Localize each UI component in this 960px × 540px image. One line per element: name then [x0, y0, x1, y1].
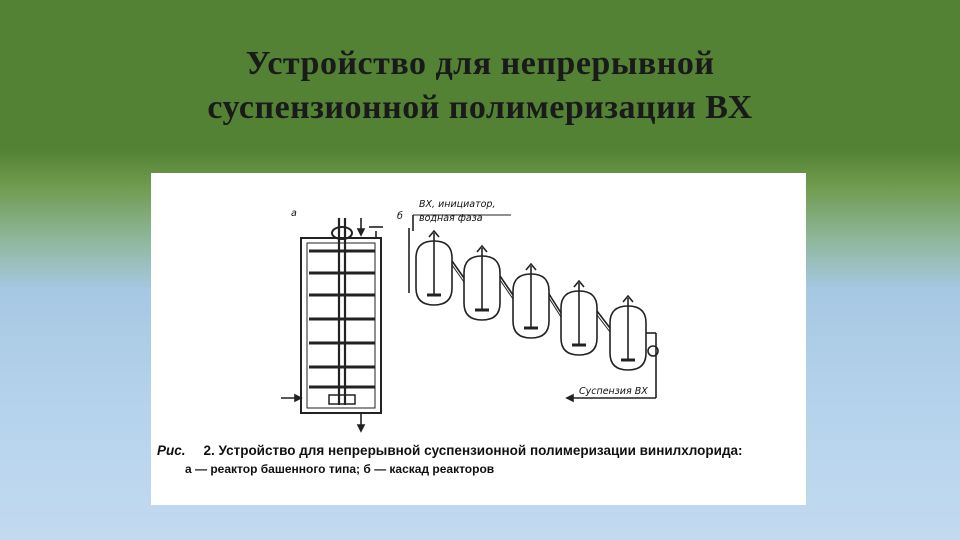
slide-title-line-2: суспензионной полимеризации ВХ	[207, 89, 753, 126]
caption-prefix: Рис.	[157, 443, 186, 458]
label-b: б	[397, 211, 403, 222]
feed-label-line-2: водная фаза	[419, 213, 483, 224]
reactor-diagram: а б ВХ, инициатор, водная фаза Суспензия…	[281, 199, 659, 433]
reactor-cascade	[408, 214, 659, 403]
feed-label-line-1: ВХ, инициатор,	[419, 199, 495, 210]
tower-reactor	[281, 218, 383, 433]
caption-title-line: Рис. 2. Устройство для непрерывной суспен…	[157, 443, 802, 458]
vessel-5	[609, 294, 647, 371]
caption-legend: а — реактор башенного типа; б — каскад р…	[185, 462, 495, 476]
caption-title: 2. Устройство для непрерывной суспензион…	[203, 443, 743, 458]
label-a: а	[291, 208, 297, 219]
figure-caption: Рис. 2. Устройство для непрерывной суспен…	[157, 443, 802, 476]
vessel-4	[560, 279, 598, 356]
slide-title-line-1: Устройство для непрерывной	[245, 45, 715, 82]
vessel-3	[512, 262, 550, 339]
output-label: Суспензия ВХ	[579, 386, 648, 397]
vessel-1	[415, 229, 453, 306]
vessel-2	[463, 244, 501, 321]
slide-title: Устройство для непрерывной суспензионной…	[0, 42, 960, 130]
figure-panel: а б ВХ, инициатор, водная фаза Суспензия…	[151, 173, 806, 505]
